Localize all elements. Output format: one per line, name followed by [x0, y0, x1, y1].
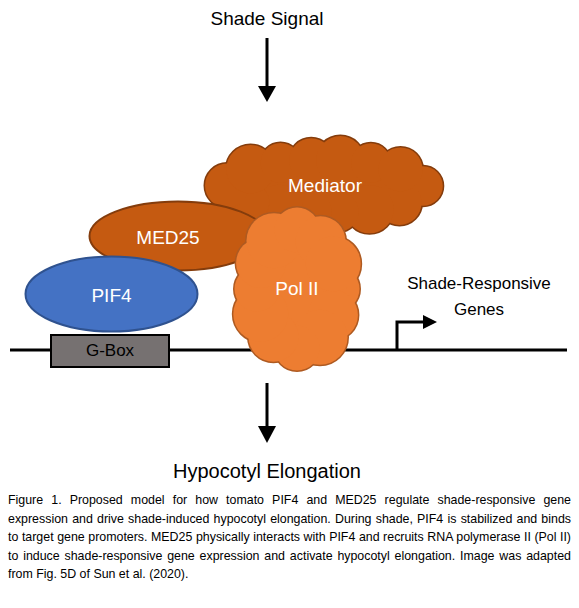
- node-label: G-Box: [50, 334, 170, 368]
- promoter-arrow-head: [423, 315, 437, 329]
- output-arrow-head: [258, 426, 276, 443]
- gene-output-label: Shade-Responsive Genes: [398, 271, 560, 322]
- node-label: PIF4: [24, 257, 199, 335]
- node-text: Mediator: [288, 175, 362, 197]
- cloud-bump: [379, 147, 423, 191]
- output-arrow: [266, 383, 269, 428]
- phenotype-label: Hypocotyl Elongation: [137, 456, 397, 486]
- g-box-rect-body: [51, 335, 169, 367]
- cloud-outline: [233, 208, 360, 371]
- signal-arrow-head: [258, 86, 276, 102]
- node-label: Pol II: [232, 205, 362, 373]
- cloud-fill: [233, 208, 360, 371]
- pif4-ellipse: PIF4: [24, 255, 199, 333]
- node-text: Pol II: [275, 278, 318, 300]
- promoter-arrow: [397, 322, 425, 350]
- node-text: MED25: [136, 227, 199, 249]
- input-signal-label: Shade Signal: [167, 5, 367, 34]
- node-text: PIF4: [91, 285, 131, 307]
- cloud-bump: [379, 147, 423, 191]
- node-text: G-Box: [86, 341, 134, 361]
- signal-arrow: [266, 38, 269, 88]
- pol-ii-cloud: Pol II: [232, 205, 362, 373]
- figure-caption: Figure 1. Proposed model for how tomato …: [8, 491, 571, 584]
- pif4-ellipse-body: [26, 257, 198, 332]
- g-box-rect: G-Box: [50, 334, 170, 368]
